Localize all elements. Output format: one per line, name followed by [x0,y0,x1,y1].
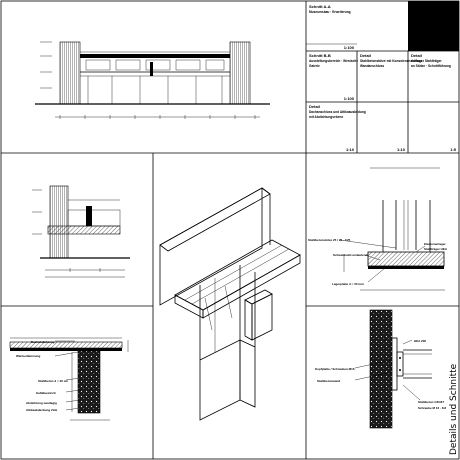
cell-c-line3: Wandanschluss [360,64,384,68]
parapet-concrete [77,350,101,414]
detail-roof-edge [9,337,129,421]
anno-bl-1: Wärmedämmung [16,354,41,358]
anno-mr-4: Lagerplatte d = 20 mm [332,282,364,286]
anno-bl-2: Stahlbeton d = 20 cm [38,379,68,383]
beam-section-hatch [367,251,445,267]
title-block: Schnitt A-A Museumsbau · Erweiterung 1:1… [306,1,459,153]
anno-mr-3: Schweißnaht umlaufend [333,253,368,257]
right-tower-hatch [229,41,251,105]
wall-concrete [369,309,393,429]
iso-beam-top [174,239,301,311]
cell-b-line3: Galerie [309,64,320,68]
anno-br-4: Schraube M 16 · 8.8 [418,406,446,410]
isometric-detail [159,187,301,421]
cell-d-line1: Detail [411,53,422,58]
cell-e-scale2: 1:10 [397,147,406,152]
anno-br-3: Stahlbeton C30/37 [418,400,444,404]
anno-mr-1: Elastomerlager [424,242,447,246]
anno-bl-3: Gefälleestrich [36,391,56,395]
iso-wall-top [159,187,271,252]
cell-a-line1: Schnitt A-A [309,4,331,9]
title-block-black-corner [408,1,459,51]
detail-beam-wall [354,309,432,429]
cell-a-line2: Museumsbau · Erweiterung [309,10,351,14]
anno-mr-0: Stahlbetonstütze 25 / 25 · C25 [308,238,351,242]
cell-c-line2: Stahlbetonstütze mit Konsolenanschluss [360,59,423,63]
cell-d-line2: Auflager Stahlträger [411,59,442,63]
annotations-bottom-right: HEA 200 Kopfplatte / Schrauben M16 Stahl… [315,339,446,410]
section-b-drawing [32,185,130,278]
annotations-mid-right: Stahlbetonstütze 25 / 25 · C25 Elastomer… [308,238,448,286]
cell-e-scale1: 1:10 [346,147,355,152]
cell-e-line3: mit Abdichtungsebene [309,115,343,119]
section-elevation [35,41,270,119]
anno-bl-4: Abdichtung zweilagig [26,401,57,405]
anno-bl-0: Dachabdichtung [31,340,55,344]
cell-d-line3: an Stütze · Schnittführung [411,64,451,68]
cell-c-line1: Detail [360,53,371,58]
cell-a-scale: 1:100 [344,45,355,50]
detail-beam-support [339,167,445,291]
cell-e-line1: Detail [309,104,320,109]
left-tower-hatch [59,41,81,105]
anno-bl-5: Attikaabdeckung Zink [26,408,58,412]
cell-e-line2: Dachanschluss und Attikaausbildung [309,110,366,114]
cell-e-scale3: 1:5 [450,147,457,152]
cell-b-line2: Ausstellungsbereich · Westseite [309,59,358,63]
iso-column-front [199,339,241,421]
roof-slab [80,54,230,58]
anno-br-1: Kopfplatte / Schrauben M16 [315,367,355,371]
sheet-title: Details und Schnitte [449,363,459,455]
anno-mr-2: Stahlträger HEA [424,247,448,251]
anno-br-0: HEA 200 [414,339,426,343]
anno-br-2: Stahlbetonwand [317,379,340,383]
cell-b-line1: Schnitt B-B [309,53,331,58]
annotations-bottom-left: Dachabdichtung Wärmedämmung Stahlbeton d… [16,340,68,412]
cell-b-scale: 1:100 [344,96,355,101]
